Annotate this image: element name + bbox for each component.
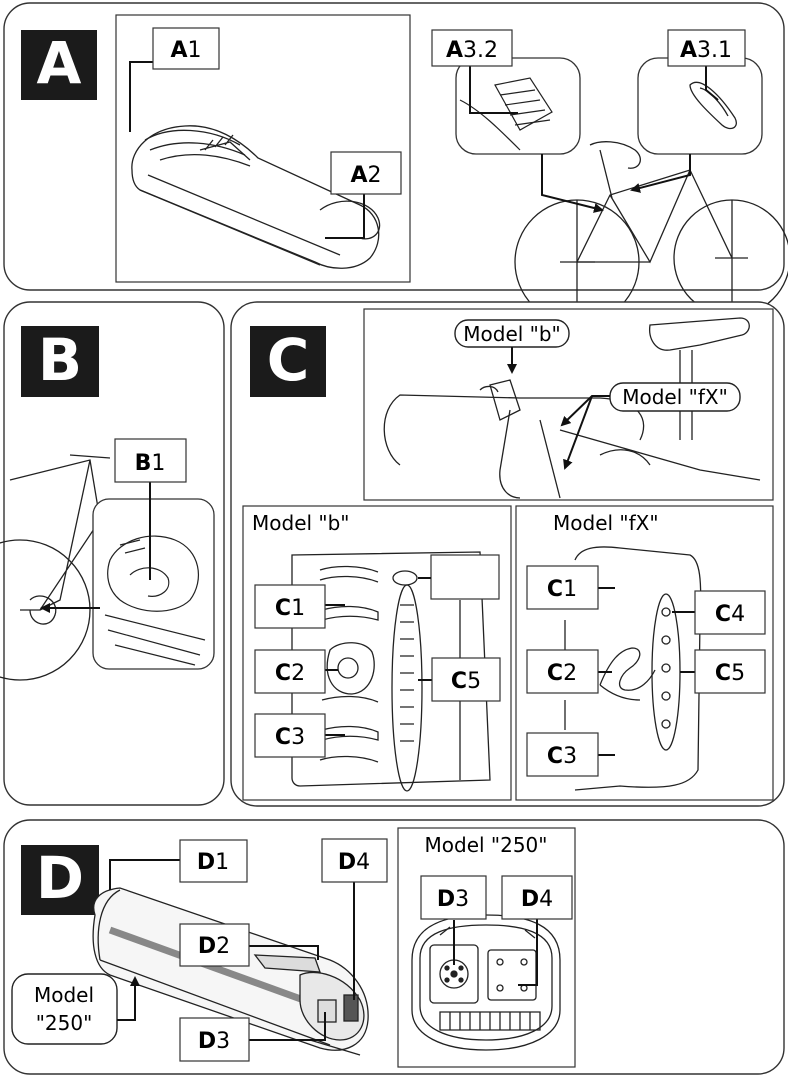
label-fx-c1: C1 bbox=[547, 577, 577, 602]
label-a2: A2 bbox=[350, 163, 381, 188]
section-d-badge bbox=[21, 845, 99, 915]
label-b-c2-box bbox=[254, 649, 326, 694]
section-d: D D1 D2 D3 D4 Model "250" bbox=[3, 819, 785, 1075]
label-d3: D3 bbox=[198, 1029, 230, 1054]
callout-a31-bubble bbox=[637, 57, 763, 155]
label-a32: A3.2 bbox=[446, 38, 498, 63]
label-d2: D2 bbox=[198, 934, 230, 959]
label-d4: D4 bbox=[338, 850, 370, 875]
label-fx-c4: C4 bbox=[715, 602, 745, 627]
label-b-c5: C5 bbox=[451, 669, 481, 694]
inset-model-250 bbox=[397, 827, 576, 1068]
label-d1: D1 bbox=[197, 850, 229, 875]
label-d3-box bbox=[179, 1017, 250, 1062]
label-inset-d3-box bbox=[420, 875, 487, 920]
label-fx-c4-box bbox=[694, 590, 766, 635]
label-fx-c3: C3 bbox=[547, 744, 577, 769]
section-d-frame bbox=[3, 819, 785, 1075]
label-a1: A1 bbox=[170, 38, 201, 63]
label-fx-c2: C2 bbox=[547, 661, 577, 686]
callout-model-250-line2: "250" bbox=[36, 1011, 93, 1035]
label-inset-d3: D3 bbox=[437, 887, 469, 912]
section-b: B B1 bbox=[0, 301, 225, 806]
label-d2-box bbox=[179, 923, 250, 967]
label-a1-box bbox=[152, 27, 220, 70]
label-d4-box bbox=[321, 838, 388, 883]
label-inset-d4-box bbox=[501, 875, 573, 920]
label-inset-d4: D4 bbox=[521, 887, 553, 912]
label-b1-box bbox=[114, 438, 187, 483]
dock-detail bbox=[459, 77, 553, 151]
label-b-c5-box bbox=[431, 657, 501, 702]
model-b-empty-box bbox=[430, 554, 500, 600]
label-fx-c5-box bbox=[694, 649, 766, 694]
label-fx-c3-box bbox=[526, 732, 599, 777]
handlebar-illustration bbox=[383, 317, 761, 499]
section-d-letter: D bbox=[36, 844, 84, 912]
label-d1-box bbox=[179, 839, 248, 883]
panel-model-b-title: Model "b" bbox=[252, 511, 350, 535]
section-c-letter: C bbox=[267, 326, 310, 394]
label-a31: A3.1 bbox=[680, 38, 732, 63]
label-b1: B1 bbox=[135, 451, 166, 476]
callout-model-fx: Model "fX" bbox=[622, 385, 728, 409]
motor-dock-detail bbox=[104, 535, 206, 666]
section-b-letter: B bbox=[38, 326, 82, 394]
section-c: C Model "b" Model "fX" Model "b" bbox=[230, 301, 785, 807]
section-a: A A1 A2 bbox=[3, 2, 788, 325]
battery-pack-illustration bbox=[92, 887, 369, 1056]
callout-model-250-box bbox=[11, 973, 118, 1045]
callout-model-250-line1: Model bbox=[34, 983, 94, 1007]
label-a2-box bbox=[330, 151, 402, 195]
label-b-c2: C2 bbox=[275, 661, 305, 686]
label-fx-c5: C5 bbox=[715, 661, 745, 686]
label-a31-box bbox=[667, 29, 746, 67]
section-c-badge bbox=[250, 326, 326, 397]
inset-model-250-title: Model "250" bbox=[425, 833, 548, 857]
label-fx-c1-box bbox=[526, 565, 599, 610]
panel-model-fx-title: Model "fX" bbox=[553, 511, 659, 535]
label-a32-box bbox=[431, 29, 513, 67]
section-a-badge bbox=[21, 30, 97, 100]
section-a-letter: A bbox=[37, 29, 82, 97]
label-b-c1-box bbox=[254, 584, 326, 629]
label-b-c3-box bbox=[254, 713, 326, 758]
label-b-c1: C1 bbox=[275, 596, 305, 621]
section-b-badge bbox=[21, 326, 99, 397]
label-fx-c2-box bbox=[526, 649, 599, 694]
bottom-bracket-detail bbox=[92, 498, 215, 670]
callout-model-b: Model "b" bbox=[463, 322, 561, 346]
label-b-c3: C3 bbox=[275, 725, 305, 750]
battery-illustration bbox=[131, 125, 381, 269]
callout-a32-bubble bbox=[455, 57, 581, 155]
